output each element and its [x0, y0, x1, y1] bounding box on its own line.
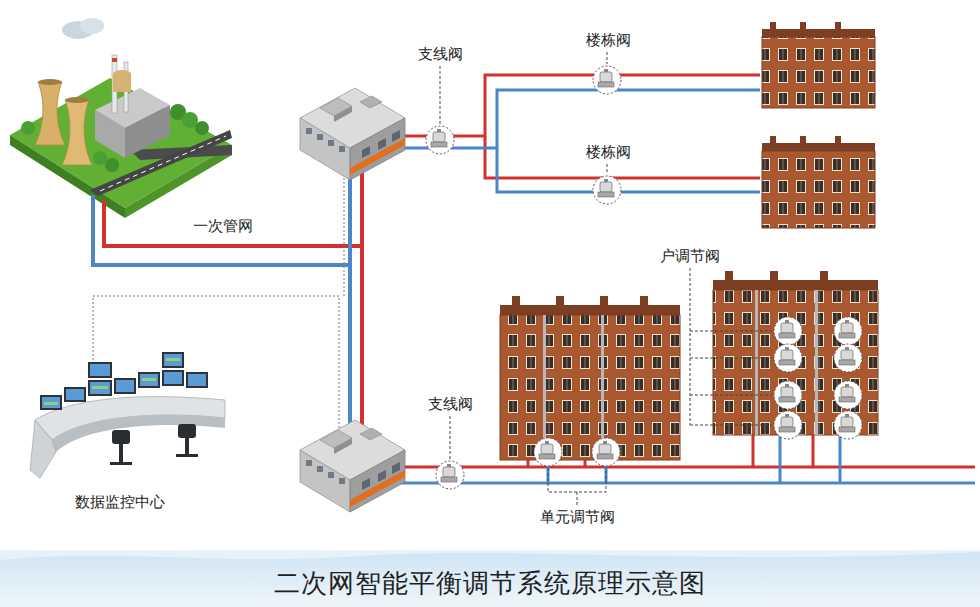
- valve-label: 楼栋阀: [584, 143, 633, 161]
- center-label: 数据监控中心: [73, 493, 167, 511]
- valve-label: 户调节阀: [658, 247, 722, 265]
- valve-label: 支线阀: [426, 395, 475, 413]
- valve-label: 单元调节阀: [538, 508, 617, 526]
- caption-text: 二次网智能平衡调节系统原理示意图: [274, 567, 706, 599]
- valve-label: 支线阀: [416, 45, 465, 63]
- valve-label: 楼栋阀: [584, 31, 633, 49]
- pipe-label: 一次管网: [191, 217, 255, 235]
